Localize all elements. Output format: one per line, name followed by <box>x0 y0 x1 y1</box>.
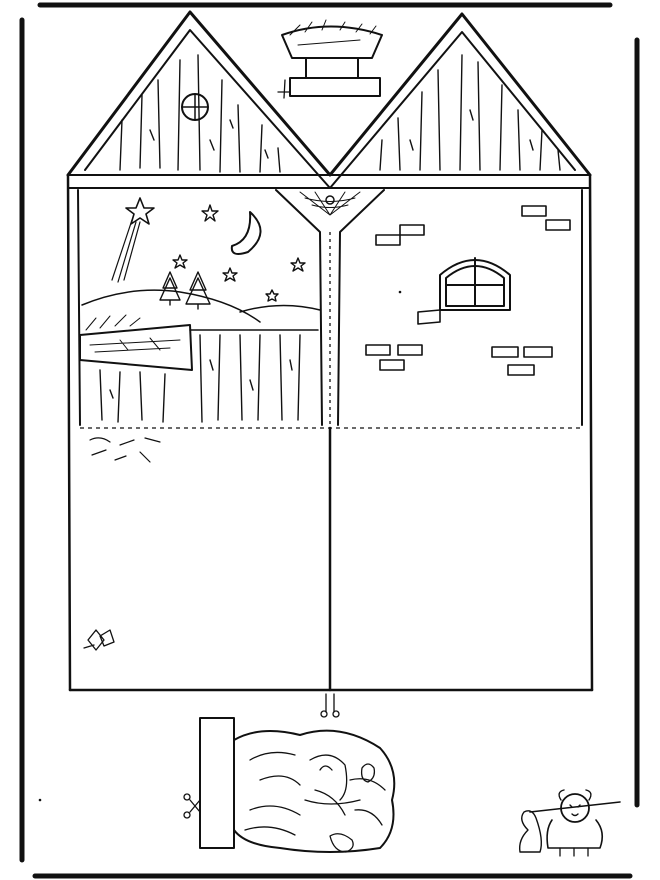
night-sky-scene <box>81 197 321 323</box>
house-roof <box>66 10 592 189</box>
inner-wall-left <box>77 189 81 426</box>
holy-family-cutout <box>199 717 396 853</box>
left-gable-planks <box>119 54 281 173</box>
center-beam <box>275 189 385 426</box>
star-icon <box>201 204 219 222</box>
wall-left <box>66 173 72 692</box>
floor-straw <box>83 437 161 651</box>
manger-icon <box>277 19 383 99</box>
bricks <box>365 205 571 376</box>
hill-line <box>81 289 261 323</box>
fold-tab <box>199 717 235 849</box>
star-icon <box>222 267 238 282</box>
hill-line <box>239 304 321 313</box>
arched-window <box>417 257 511 325</box>
dot <box>398 290 402 294</box>
hay-trough <box>79 324 193 371</box>
wall-right <box>588 173 594 692</box>
stable-wall <box>79 314 319 423</box>
scissors-icon <box>183 793 201 819</box>
star-icon <box>290 257 306 272</box>
dot <box>38 798 42 802</box>
attic-round-window <box>181 93 209 121</box>
tree-icon <box>159 271 211 310</box>
scissors-icon <box>320 693 340 718</box>
star-icon <box>111 197 155 283</box>
lion-cub-icon <box>518 789 621 857</box>
crescent-moon-icon <box>230 211 262 255</box>
star-icon <box>265 289 279 302</box>
brick-wall-scene <box>365 205 571 376</box>
page-border <box>19 2 640 879</box>
star-icon <box>172 254 188 269</box>
spider-web-icon <box>299 191 361 216</box>
right-gable-planks <box>379 54 561 171</box>
